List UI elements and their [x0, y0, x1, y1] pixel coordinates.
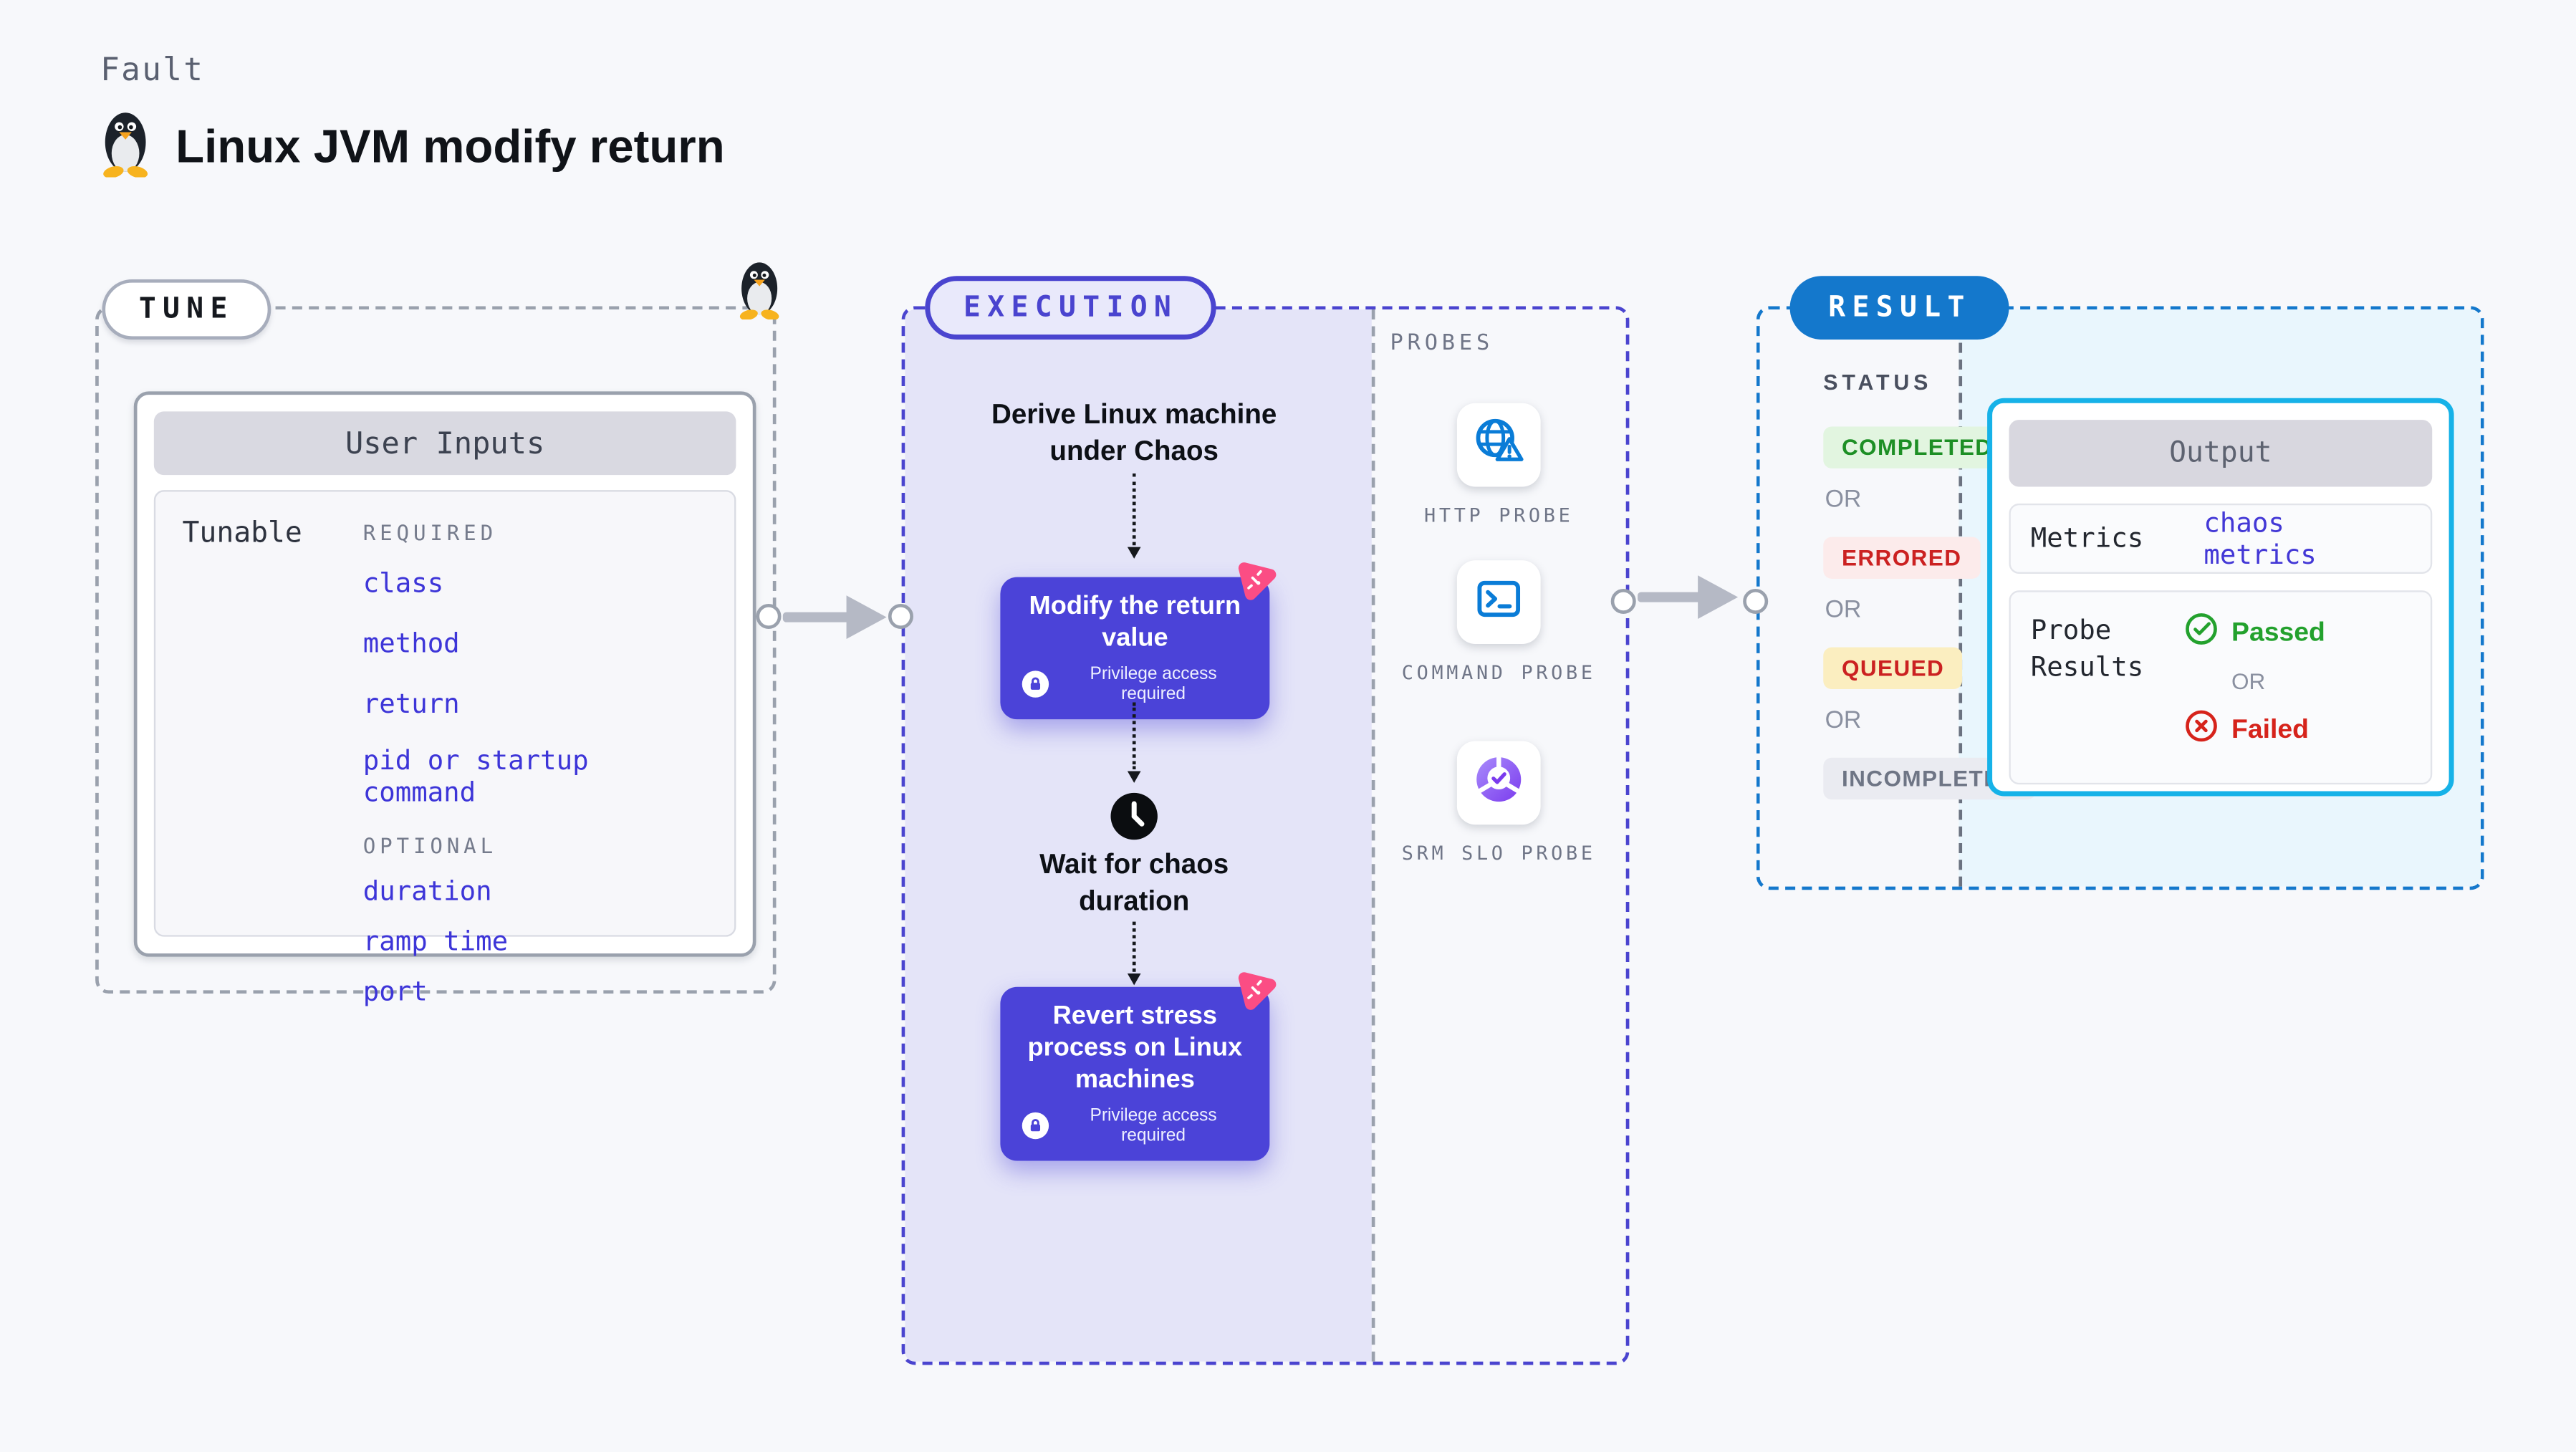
tunable-list: REQUIRED class method return pid or star… [362, 517, 708, 1007]
tunable-link-method[interactable]: method [362, 627, 460, 660]
or-label: OR [2231, 669, 2266, 695]
probes-panel [1371, 309, 1626, 1362]
tunable-link-port[interactable]: port [362, 975, 428, 1007]
probe-results-values: Passed OR Failed [2185, 612, 2325, 751]
optional-heading: OPTIONAL [362, 832, 498, 858]
title-row: Linux JVM modify return [95, 107, 725, 186]
lock-icon [1022, 670, 1049, 698]
required-heading: REQUIRED [362, 520, 498, 546]
output-card: Output Metrics chaos metrics Probe Resul… [1987, 398, 2454, 797]
tune-output-port [755, 602, 781, 628]
or-label: OR [1825, 707, 1862, 735]
execution-pill: EXECUTION [925, 276, 1216, 340]
tunable-link-duration[interactable]: duration [362, 875, 492, 907]
tunable-link-class[interactable]: class [362, 567, 444, 599]
privilege-note: Privilege access required [1090, 663, 1217, 704]
http-probe-card [1456, 403, 1541, 487]
arrow-execution-to-result-head [1698, 575, 1739, 619]
check-circle-icon [2185, 612, 2219, 654]
modify-return-action-button[interactable]: Modify the return value Privilege access… [1000, 577, 1270, 719]
privilege-note-2: Privilege access required [1090, 1105, 1217, 1145]
failed-item: Failed [2185, 709, 2325, 751]
chaos-brand-icon [1233, 559, 1278, 612]
or-label: OR [1825, 597, 1862, 624]
output-header: Output [2009, 420, 2433, 487]
connector-dotted-3 [1132, 921, 1136, 972]
clock-icon [1109, 792, 1159, 850]
tunable-link-pid[interactable]: pid or startup command [362, 744, 589, 808]
user-inputs-header: User Inputs [153, 411, 736, 476]
failed-label: Failed [2231, 715, 2309, 744]
result-pill: RESULT [1789, 276, 2010, 340]
status-badge-errored: ERRORED [1823, 537, 1981, 579]
modify-return-title: Modify the return value [1029, 592, 1241, 653]
execution-section: EXECUTION Derive Linux machine under Cha… [901, 276, 1630, 1365]
x-circle-icon [2185, 709, 2219, 751]
status-heading: STATUS [1823, 370, 1933, 395]
connector-arrowhead-1 [1127, 547, 1140, 559]
revert-stress-action-button[interactable]: Revert stress process on Linux machines … [1000, 986, 1270, 1160]
tux-penguin-icon [95, 107, 155, 186]
result-section: RESULT STATUS COMPLETED OR ERRORED OR QU… [1756, 276, 2484, 890]
tunable-label: Tunable [182, 516, 302, 551]
probes-heading: PROBES [1390, 331, 1494, 357]
tux-penguin-small-icon [733, 258, 787, 328]
slo-pie-check-icon [1471, 750, 1527, 815]
chaos-brand-icon-2 [1233, 968, 1278, 1022]
metrics-row: Metrics chaos metrics [2009, 503, 2433, 574]
tune-section: TUNE User Inputs Tunable REQUIRED class … [95, 279, 777, 1007]
status-badge-completed: COMPLETED [1823, 426, 2012, 468]
connector-arrowhead-2 [1127, 771, 1140, 783]
terminal-icon [1472, 571, 1526, 633]
result-input-port [1742, 587, 1768, 613]
arrow-tune-to-execution-head [846, 595, 887, 640]
srm-slo-probe-label: SRM SLO PROBE [1401, 841, 1596, 865]
execution-input-port [887, 602, 913, 628]
connector-dotted-1 [1132, 473, 1136, 546]
tunable-link-return[interactable]: return [362, 687, 460, 720]
tunable-link-ramp-time[interactable]: ramp time [362, 925, 509, 957]
tune-pill: TUNE [102, 279, 271, 340]
execution-output-port [1610, 587, 1635, 613]
globe-warning-icon [1471, 413, 1527, 478]
lock-icon-2 [1022, 1112, 1049, 1139]
command-probe-label: COMMAND PROBE [1401, 660, 1596, 685]
fault-kicker: Fault [100, 52, 205, 89]
or-label: OR [1825, 486, 1862, 514]
arrow-tune-to-execution [782, 612, 850, 622]
page-title: Linux JVM modify return [176, 119, 725, 172]
privilege-row-2: Privilege access required [1022, 1105, 1248, 1145]
user-inputs-body: Tunable REQUIRED class method return pid… [153, 490, 736, 1007]
command-probe-card [1456, 560, 1541, 645]
revert-stress-title: Revert stress process on Linux machines [1027, 1001, 1243, 1094]
http-probe-label: HTTP PROBE [1424, 503, 1574, 527]
probe-results-row: Probe Results Passed OR [2009, 590, 2433, 785]
derive-step-text: Derive Linux machine under Chaos [991, 400, 1277, 466]
wait-step-text: Wait for chaos duration [1039, 850, 1229, 917]
probe-results-label: Probe Results [2030, 613, 2144, 682]
passed-item: Passed [2185, 612, 2325, 654]
passed-label: Passed [2231, 617, 2325, 647]
srm-slo-probe-card [1456, 741, 1541, 825]
connector-dotted-2 [1132, 702, 1136, 770]
arrow-execution-to-result [1638, 592, 1701, 602]
privilege-row: Privilege access required [1022, 664, 1248, 704]
status-badge-queued: QUEUED [1823, 647, 1963, 690]
user-inputs-card: User Inputs Tunable REQUIRED class metho… [133, 391, 756, 1007]
connector-arrowhead-3 [1127, 973, 1140, 986]
metrics-label: Metrics [2030, 522, 2144, 554]
chaos-metrics-link[interactable]: chaos metrics [2203, 506, 2317, 571]
